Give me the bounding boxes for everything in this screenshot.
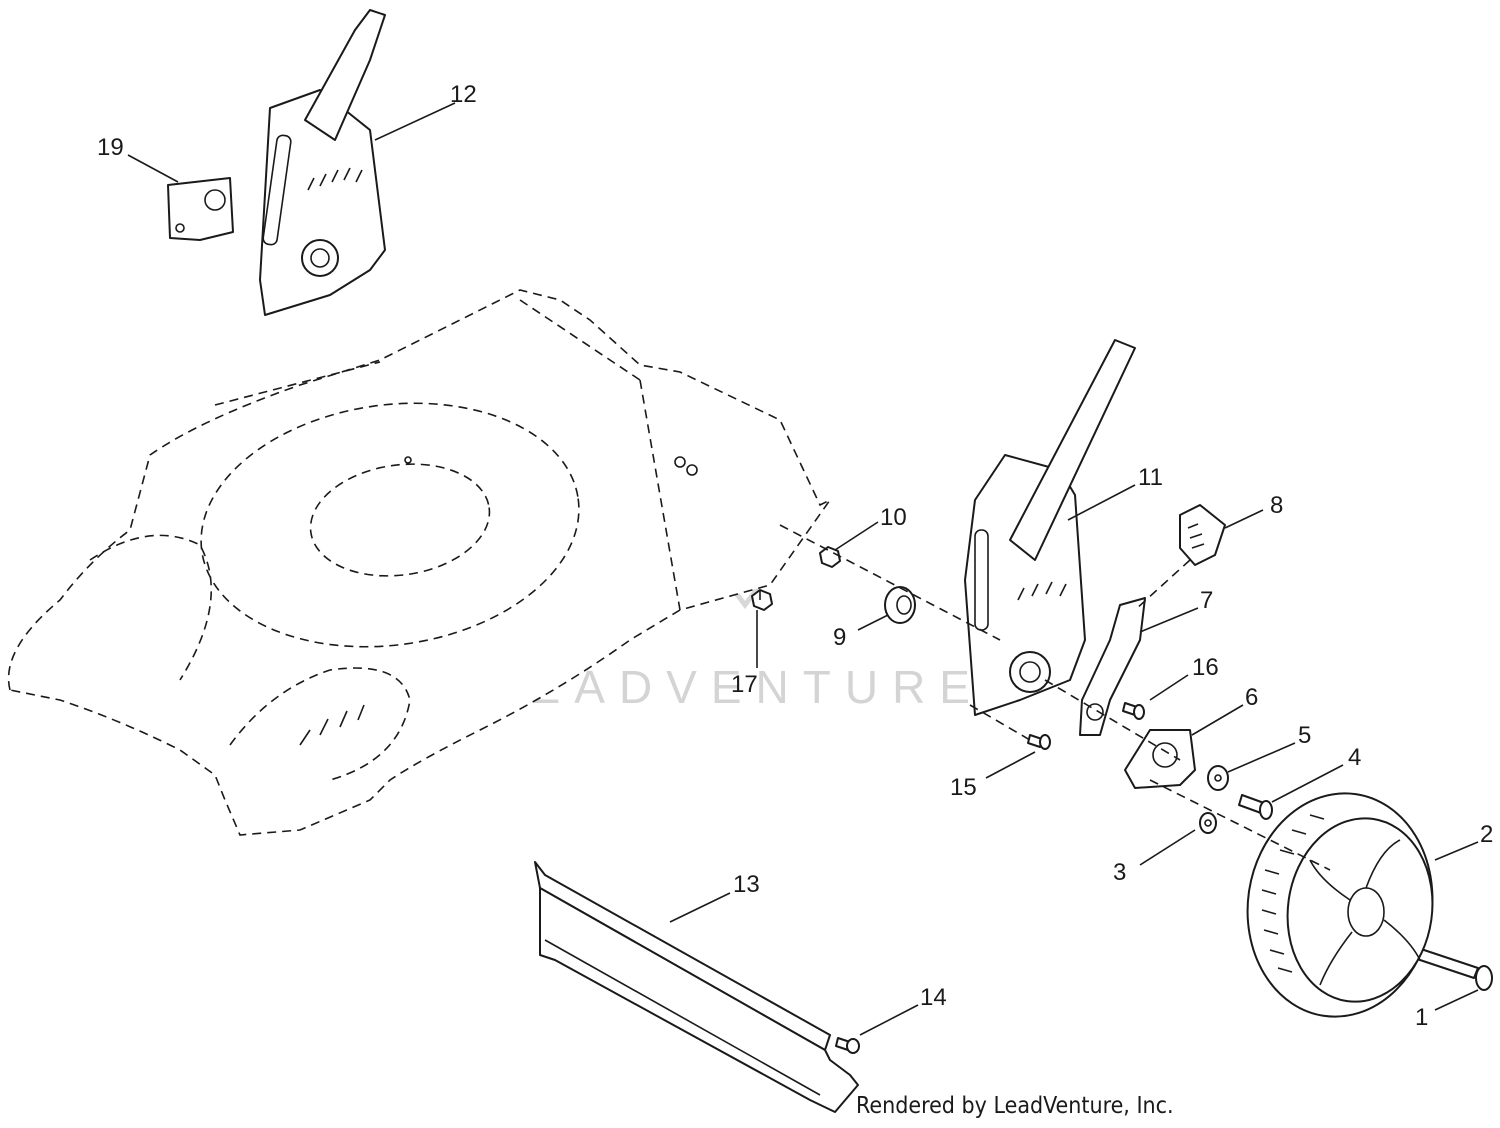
part-17-nut: [751, 589, 773, 611]
part-12-height-adjuster-left: [259, 9, 386, 316]
part-5-washer: [1207, 765, 1229, 791]
part-7-lever: [1079, 597, 1146, 736]
callout-10: 10: [880, 504, 907, 531]
callout-14: 14: [920, 984, 947, 1011]
callout-4: 4: [1348, 744, 1361, 771]
callout-15: 15: [950, 774, 977, 801]
part-2-wheel: [1246, 792, 1434, 1018]
callout-2: 2: [1480, 821, 1493, 848]
part-8-knob: [1179, 504, 1226, 566]
callout-8: 8: [1270, 492, 1283, 519]
callout-19: 19: [97, 134, 124, 161]
callout-3: 3: [1113, 859, 1126, 886]
part-13-rear-flap: [534, 861, 859, 1113]
callout-17: 17: [731, 671, 758, 698]
part-15-bolt: [1027, 734, 1051, 750]
rendered-by-credit: Rendered by LeadVenture, Inc.: [856, 1093, 1174, 1119]
part-3-washer: [1199, 812, 1217, 834]
callout-7: 7: [1200, 587, 1213, 614]
callout-12: 12: [450, 81, 477, 108]
part-14-screw: [835, 1037, 860, 1054]
part-9-bushing: [884, 586, 916, 624]
callout-11: 11: [1138, 464, 1163, 491]
callout-16: 16: [1192, 654, 1219, 681]
callout-9: 9: [833, 624, 846, 651]
part-6-axle-plate: [1124, 729, 1196, 789]
part-16-bolt: [1122, 702, 1145, 720]
leader-lines: [127, 102, 1479, 1036]
part-4-bolt: [1238, 794, 1273, 820]
callout-labels: 12 19 11 8 10 7 9 16 17 6 5 4 15 2 3 13 …: [97, 81, 1493, 1031]
mower-deck: [7, 289, 831, 836]
part-10-nut: [819, 546, 841, 568]
callout-5: 5: [1298, 722, 1311, 749]
part-19-bracket: [167, 177, 234, 241]
callout-6: 6: [1245, 684, 1258, 711]
callout-13: 13: [733, 871, 760, 898]
part-11-height-adjuster-right: [964, 339, 1136, 716]
part-1-axle-bolt: [1413, 947, 1493, 991]
callout-1: 1: [1415, 1004, 1428, 1031]
assembly-lines: [759, 524, 1331, 871]
